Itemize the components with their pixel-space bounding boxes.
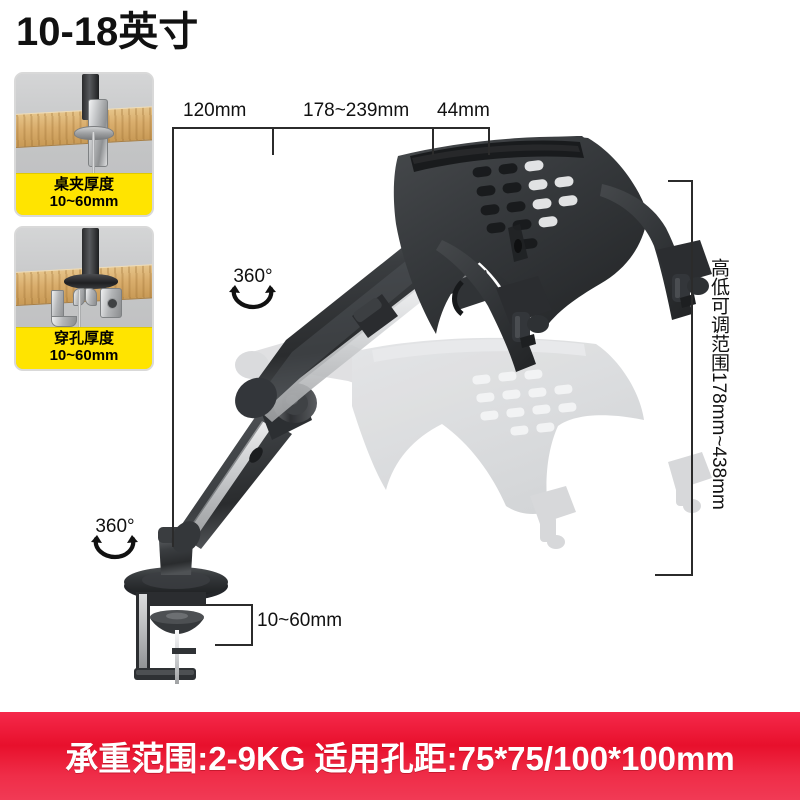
dimension-tick-44-right [488, 127, 490, 155]
ghost-lowered-position [235, 337, 712, 549]
rotation-arrow-icon [91, 535, 138, 560]
grommet-bracket-hole [107, 298, 118, 309]
rotation-badge-arm-joint: 360° [222, 266, 284, 312]
grommet-hook-left-foot [51, 316, 77, 327]
clamp-screw [92, 132, 95, 184]
dimension-label-top-middle: 178~239mm [303, 100, 410, 121]
grommet-screw [78, 290, 81, 338]
dimension-bar-120mm [172, 127, 274, 129]
dimension-bar-height-range [691, 180, 693, 576]
dimension-bar-clamp-range [251, 604, 253, 646]
rotation-label: 360° [95, 516, 135, 537]
spec-banner-text: 承重范围:2-9KG 适用孔距:75*75/100*100mm [65, 740, 735, 777]
inset-label-line2: 10~60mm [49, 193, 119, 211]
page-title: 10-18英寸 [16, 10, 199, 54]
upper-gas-spring-arm [235, 226, 456, 422]
dimension-tick-clamp-top [200, 604, 253, 606]
tray-support-prongs [496, 240, 712, 348]
dimension-tick-clamp-bottom [215, 644, 253, 646]
grommet-wing-right [85, 288, 97, 306]
dimension-label-top-left: 120mm [183, 100, 247, 121]
dimension-tick-120-left [172, 127, 174, 547]
grommet-collar [64, 274, 118, 289]
inset-label-grommet: 穿孔厚度 10~60mm [16, 327, 152, 369]
dimension-label-clamp-range: 10~60mm [257, 610, 343, 631]
dimension-tick-mid-right [432, 127, 434, 155]
rotation-badge-base: 360° [84, 516, 146, 562]
dimension-label-top-right: 44mm [437, 100, 490, 121]
rotating-joint [258, 383, 317, 440]
dimension-bar-178-239mm [272, 127, 434, 129]
inset-label-line2: 10~60mm [49, 347, 119, 365]
lower-arm-segment [171, 413, 292, 553]
inset-grommet: 穿孔厚度 10~60mm [14, 226, 154, 371]
mount-pole [82, 228, 99, 280]
inset-label-line1: 穿孔厚度 [53, 330, 114, 348]
tilt-head-link [418, 206, 494, 310]
dimension-label-height-range: 高低可调范围178mm~438mm [708, 258, 729, 510]
spec-banner: 承重范围:2-9KG 适用孔距:75*75/100*100mm [0, 712, 800, 800]
dimension-tick-height-top [668, 180, 693, 182]
laptop-tray-with-vent-slots [393, 136, 692, 372]
dimension-tick-height-bottom [655, 574, 693, 576]
inset-label-line1: 桌夹厚度 [53, 176, 114, 194]
grommet-bracket [100, 288, 122, 318]
inset-label-desk-clamp: 桌夹厚度 10~60mm [16, 173, 152, 215]
dimension-tick-120-right [272, 127, 274, 155]
dimension-bar-44mm [432, 127, 490, 129]
rotation-arrow-icon [229, 285, 276, 310]
rotation-label: 360° [233, 266, 273, 287]
inset-desk-clamp: 桌夹厚度 10~60mm [14, 72, 154, 217]
